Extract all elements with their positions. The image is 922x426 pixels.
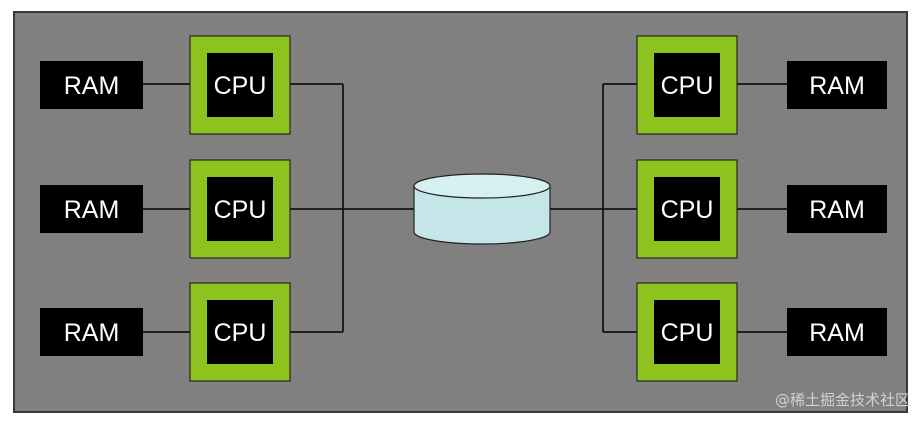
ram-label: RAM xyxy=(809,72,865,100)
cpu-frame xyxy=(189,159,291,259)
cpu-label: CPU xyxy=(214,196,267,224)
cpu-box xyxy=(207,177,273,241)
cpu-box xyxy=(654,177,720,241)
right-node-3: CPU RAM xyxy=(636,282,887,382)
right-node-2: CPU RAM xyxy=(636,159,887,259)
watermark: @稀土掘金技术社区 xyxy=(774,391,910,409)
cpu-label: CPU xyxy=(661,319,714,347)
cpu-label: CPU xyxy=(661,72,714,100)
cpu-box xyxy=(654,300,720,364)
cpu-box xyxy=(207,300,273,364)
ram-box xyxy=(40,185,143,233)
left-node-2: RAM CPU xyxy=(40,159,291,259)
ram-label: RAM xyxy=(809,319,865,347)
left-connectors xyxy=(143,83,414,333)
ram-label: RAM xyxy=(809,196,865,224)
cpu-box xyxy=(207,53,273,117)
cpu-frame xyxy=(189,35,291,135)
right-node-1: CPU RAM xyxy=(636,35,887,135)
ram-box xyxy=(40,61,143,109)
ram-box xyxy=(787,185,887,233)
right-connectors xyxy=(550,83,787,333)
ram-label: RAM xyxy=(64,72,120,100)
left-node-1: RAM CPU xyxy=(40,35,291,135)
left-node-3: RAM CPU xyxy=(40,282,291,382)
ram-box xyxy=(40,308,143,356)
shared-storage-cylinder-icon xyxy=(413,173,551,245)
cpu-label: CPU xyxy=(214,72,267,100)
ram-label: RAM xyxy=(64,196,120,224)
ram-box xyxy=(787,61,887,109)
ram-label: RAM xyxy=(64,319,120,347)
cpu-box xyxy=(654,53,720,117)
cpu-label: CPU xyxy=(214,319,267,347)
cpu-label: CPU xyxy=(661,196,714,224)
ram-box xyxy=(787,308,887,356)
